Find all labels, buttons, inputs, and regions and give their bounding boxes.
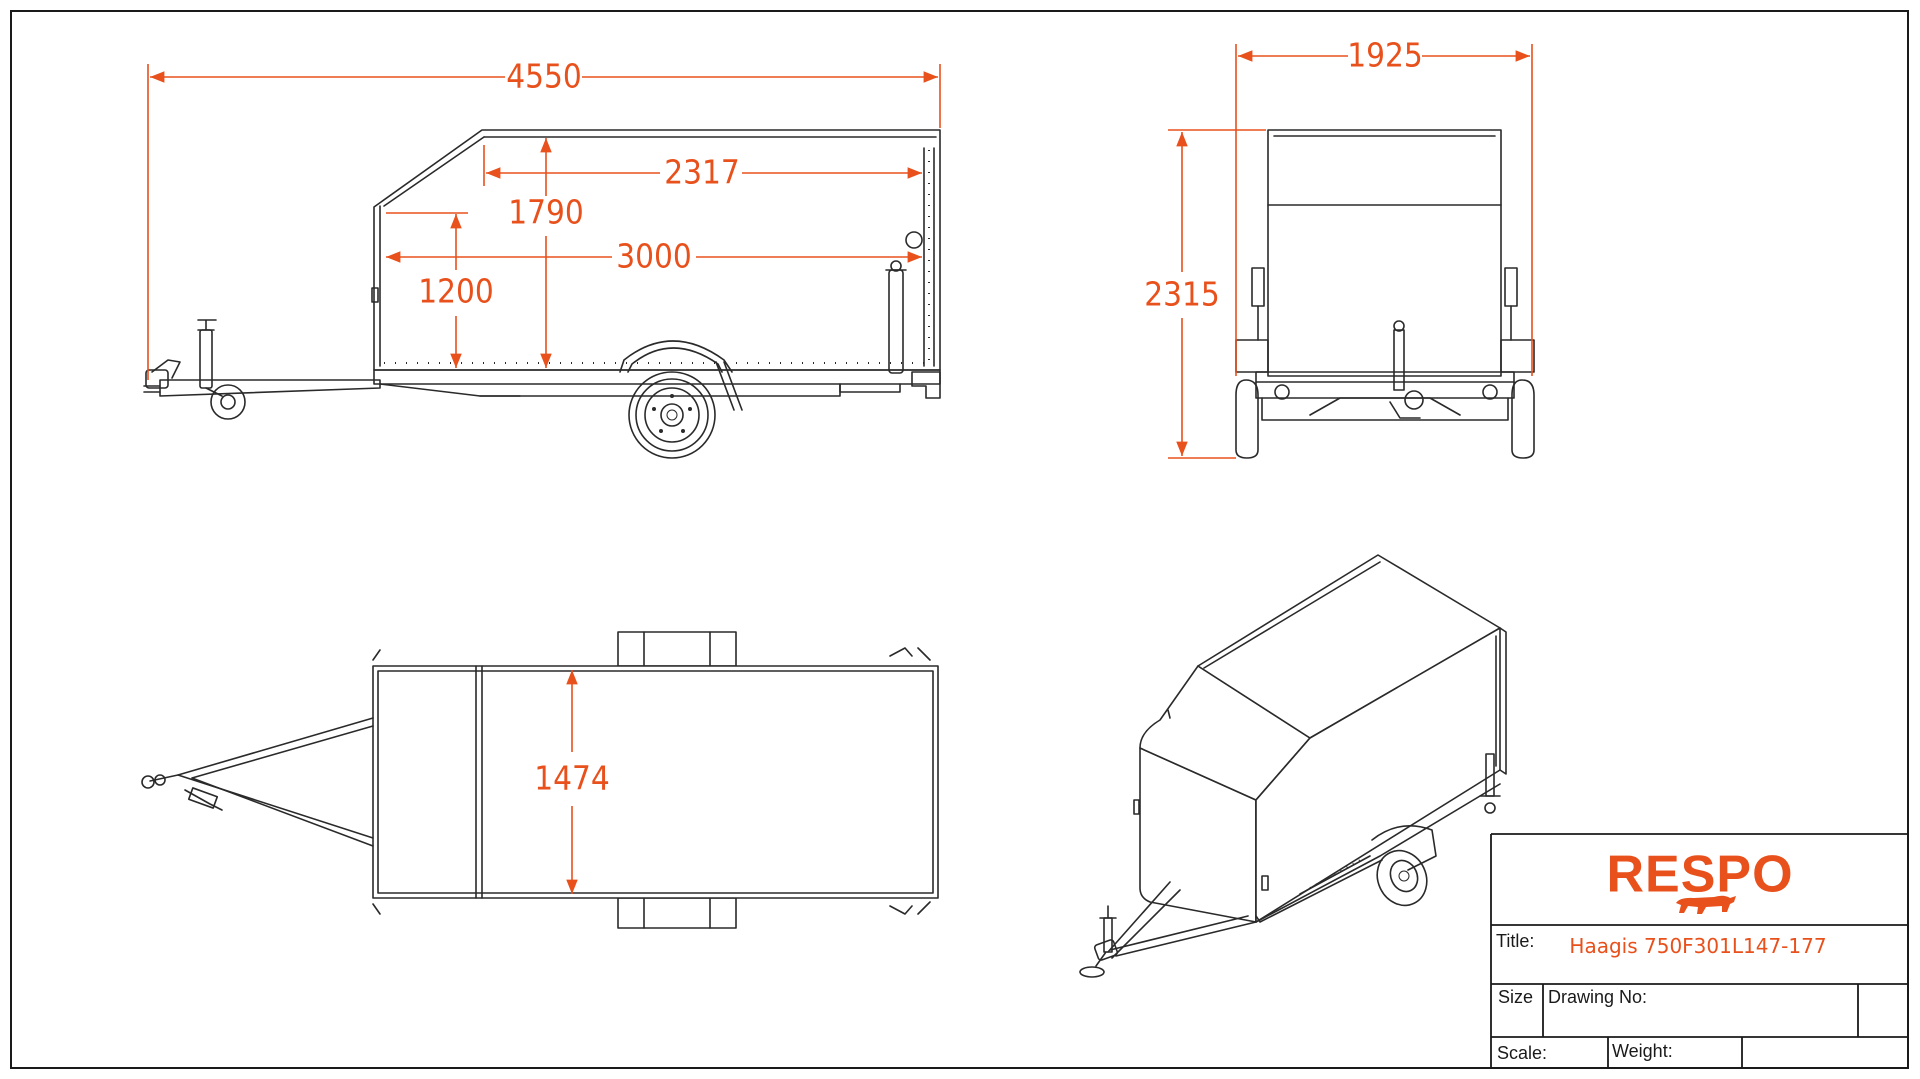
rear-view xyxy=(1235,129,1535,459)
top-view xyxy=(141,631,939,929)
title-block: RESPO Title: Haagis 750F301L147-177 Size… xyxy=(1490,833,1908,1068)
dim-box-length: 2317 xyxy=(664,153,740,192)
title-value: Haagis 750F301L147-177 xyxy=(1569,934,1826,958)
dim-side-height: 1200 xyxy=(418,272,494,311)
weight-label: Weight: xyxy=(1612,1041,1673,1061)
dim-interior-height: 1790 xyxy=(508,193,584,232)
dim-interior-width: 1474 xyxy=(534,759,610,798)
dim-overall-height: 2315 xyxy=(1144,275,1220,314)
dim-overall-length: 4550 xyxy=(506,57,582,96)
scale-label: Scale: xyxy=(1497,1043,1547,1063)
dim-overall-width: 1925 xyxy=(1347,36,1423,75)
bull-icon xyxy=(1676,895,1736,914)
brand-logo: RESPO xyxy=(1606,846,1793,904)
drawing-no-label: Drawing No: xyxy=(1548,987,1647,1007)
top-dimensions: 1474 xyxy=(534,670,610,894)
side-view xyxy=(143,129,941,459)
isometric-view xyxy=(1079,554,1507,978)
title-label: Title: xyxy=(1496,931,1534,951)
rear-dimensions: 1925 2315 xyxy=(1144,36,1533,459)
sheet-border xyxy=(10,10,1909,1069)
side-dimensions: 4550 2317 1790 1200 3000 xyxy=(147,57,941,380)
dim-loading-length: 3000 xyxy=(616,237,692,276)
size-label: Size xyxy=(1498,987,1533,1007)
